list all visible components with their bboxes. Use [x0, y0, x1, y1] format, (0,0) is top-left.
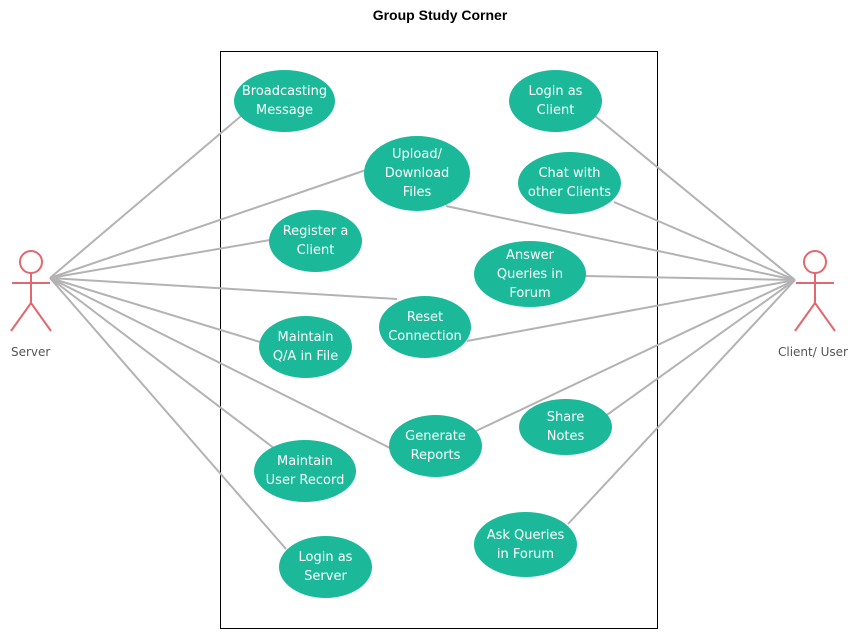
- usecase-register-client: Register a Client: [269, 210, 362, 272]
- usecase-ask-queries: Ask Queries in Forum: [474, 512, 577, 577]
- link-client-ask-queries: [567, 279, 796, 525]
- link-server-broadcasting: [49, 115, 242, 279]
- usecase-upload-download-files: Upload/ Download Files: [364, 136, 470, 211]
- usecase-maintain-user-record: Maintain User Record: [254, 440, 356, 502]
- link-client-share-notes: [603, 279, 796, 418]
- link-client-upload: [445, 205, 796, 281]
- usecase-maintain-qa-file: Maintain Q/A in File: [259, 316, 352, 378]
- link-server-register: [49, 239, 271, 279]
- link-server-maintain-user: [49, 277, 280, 453]
- link-client-reset: [466, 279, 796, 342]
- diagram-title: Group Study Corner: [372, 7, 508, 23]
- usecase-login-server: Login as Server: [279, 536, 372, 598]
- usecase-reset-connection: Reset Connection: [379, 296, 471, 358]
- system-boundary: [220, 51, 658, 629]
- link-server-generate-reports: [49, 277, 391, 449]
- usecase-generate-reports: Generate Reports: [389, 415, 482, 477]
- link-client-chat: [613, 201, 796, 281]
- server-actor-icon: [10, 250, 52, 332]
- usecase-answer-queries: Answer Queries in Forum: [474, 241, 586, 307]
- link-server-maintain-qa: [49, 277, 261, 343]
- usecase-share-notes: Share Notes: [519, 399, 612, 455]
- link-server-login-server: [49, 277, 287, 550]
- usecase-broadcasting-message: Broadcasting Message: [234, 70, 335, 132]
- link-server-reset: [49, 277, 398, 300]
- link-client-login-client: [594, 115, 796, 281]
- link-client-generate-reports: [475, 279, 796, 432]
- link-client-answer: [584, 275, 796, 281]
- link-server-upload: [49, 169, 367, 279]
- usecase-login-client: Login as Client: [509, 70, 602, 132]
- server-actor-label: Server: [11, 345, 51, 359]
- usecase-chat-clients: Chat with other Clients: [518, 152, 621, 214]
- client-actor-icon: [794, 250, 836, 332]
- client-actor-label: Client/ User: [778, 345, 848, 359]
